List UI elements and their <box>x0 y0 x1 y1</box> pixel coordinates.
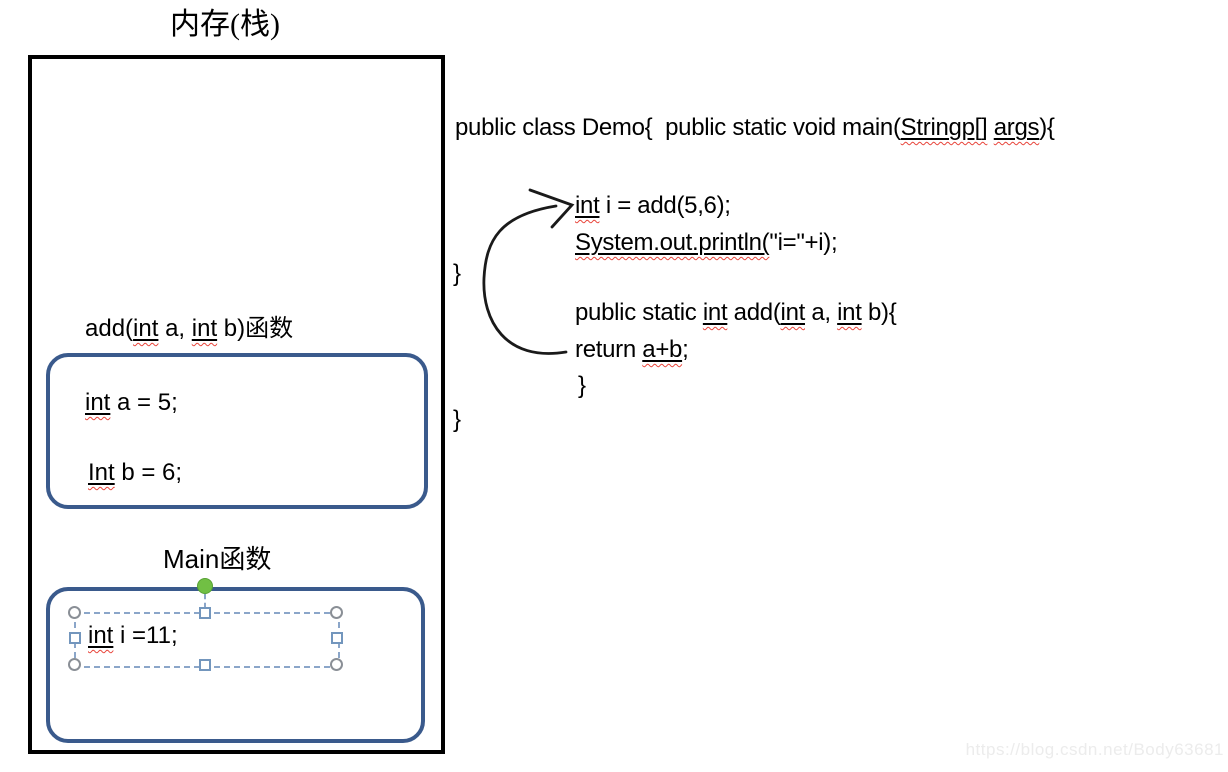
add-function-frame[interactable] <box>46 353 428 509</box>
var-int-a: int a = 5; <box>85 389 178 416</box>
code-line-close-main: } <box>453 260 461 287</box>
memory-stack-title: 内存(栈) <box>170 8 280 41</box>
selection-handle-corner-tr[interactable] <box>330 606 343 619</box>
code-line-add-decl: public static int add(int a, int b){ <box>575 299 897 326</box>
selection-handle-mid-bottom[interactable] <box>199 659 211 671</box>
code-line-return: return a+b; <box>575 336 689 363</box>
main-function-label: Main函数 <box>163 544 272 574</box>
selection-handle-mid-right[interactable] <box>331 632 343 644</box>
var-int-i: int i =11; <box>88 622 178 649</box>
code-line-close-add: } <box>578 372 586 399</box>
memory-stack-box[interactable] <box>28 55 445 754</box>
watermark-url: https://blog.csdn.net/Body63681 <box>965 740 1224 759</box>
selection-handle-corner-br[interactable] <box>330 658 343 671</box>
code-line-class-decl: public class Demo{ public static void ma… <box>455 114 1055 141</box>
code-line-close-class: } <box>453 406 461 433</box>
selection-handle-mid-top[interactable] <box>199 607 211 619</box>
add-function-label: add(int a, int b)函数 <box>85 315 294 342</box>
var-int-b: Int b = 6; <box>88 459 183 486</box>
rotation-handle[interactable] <box>197 578 213 594</box>
selection-handle-corner-bl[interactable] <box>68 658 81 671</box>
code-line-println: System.out.println("i="+i); <box>575 229 838 256</box>
code-line-int-i-add: int i = add(5,6); <box>575 192 731 219</box>
selection-handle-corner-tl[interactable] <box>68 606 81 619</box>
rotation-handle-connector <box>204 594 206 608</box>
selection-handle-mid-left[interactable] <box>69 632 81 644</box>
main-function-frame[interactable] <box>46 587 425 743</box>
